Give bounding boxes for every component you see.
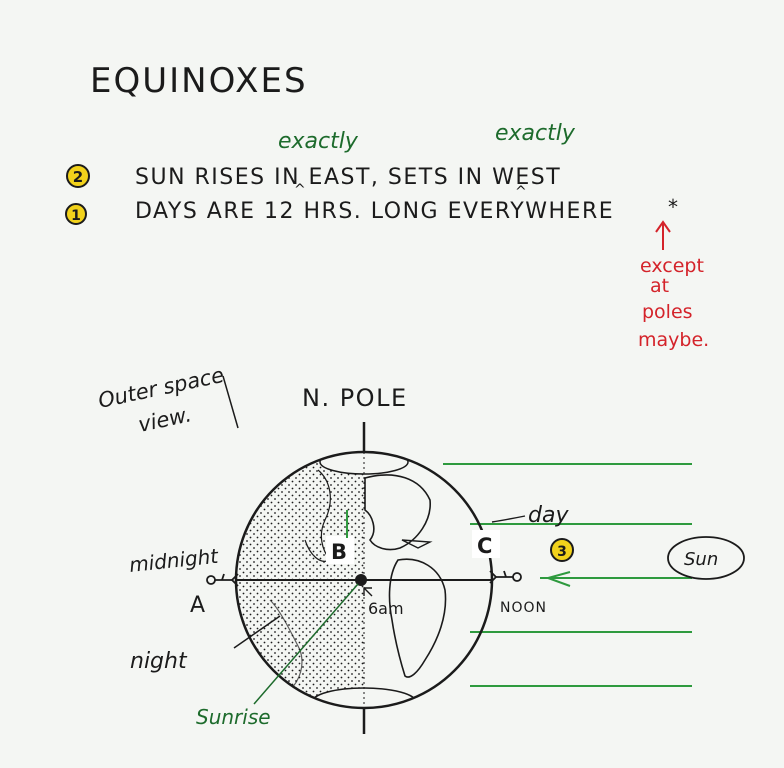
midnight-label: midnight — [128, 544, 220, 577]
north-pole-label: N. POLE — [302, 384, 408, 412]
label-a: A — [190, 593, 205, 618]
exactly-note-rises: exactly — [278, 129, 359, 154]
person-at-midnight — [206, 573, 239, 587]
night-label: night — [130, 649, 188, 674]
exactly-note-sets: exactly — [495, 121, 576, 146]
person-at-sunrise — [355, 574, 367, 586]
label-b: B — [331, 540, 347, 564]
number-badge-1 — [65, 203, 87, 225]
label-c: C — [477, 534, 492, 558]
number-badge-3-text: 3 — [557, 544, 567, 560]
red-arrow-head — [655, 220, 671, 233]
except-note-3: poles — [642, 301, 693, 323]
except-note-2: at — [650, 275, 669, 297]
sunrise-pointer — [253, 583, 359, 705]
sunrise-label: Sunrise — [196, 705, 271, 729]
day-pointer — [491, 515, 526, 523]
note-line-day-length: DAYS ARE 12 HRS. LONG EVERYWHERE — [135, 199, 614, 224]
six-am-arrow — [363, 587, 373, 597]
sun-label: Sun — [684, 549, 718, 570]
insert-caret-1: ^ — [294, 182, 306, 198]
number-badge-2 — [66, 164, 90, 188]
insert-caret-2: ^ — [515, 184, 527, 200]
person-at-noon — [489, 570, 522, 584]
outer-space-label: Outer space — [96, 363, 226, 413]
except-note-1: except — [640, 255, 704, 277]
label-c-box — [472, 530, 500, 558]
except-note-4: maybe. — [638, 329, 709, 351]
asterisk: * — [668, 195, 678, 219]
label-b-box — [326, 536, 354, 564]
number-badge-3 — [550, 538, 574, 562]
view-label: view. — [136, 402, 194, 437]
sun-circle — [667, 536, 745, 580]
outer-space-pointer — [222, 375, 239, 429]
number-badge-2-text: 2 — [73, 168, 83, 186]
six-am-label: 6am — [368, 599, 404, 618]
page-title: EQUINOXES — [90, 61, 308, 101]
number-badge-1-text: 1 — [71, 208, 81, 224]
noon-label: NOON — [500, 600, 547, 616]
earth-globe — [236, 452, 447, 708]
day-label: day — [528, 503, 569, 528]
note-line-sunrise: SUN RISES IN EAST, SETS IN WEST — [135, 165, 561, 190]
sunlight-arrow — [544, 571, 571, 587]
sunlight-rays — [443, 463, 692, 687]
night-pointer — [233, 615, 281, 649]
